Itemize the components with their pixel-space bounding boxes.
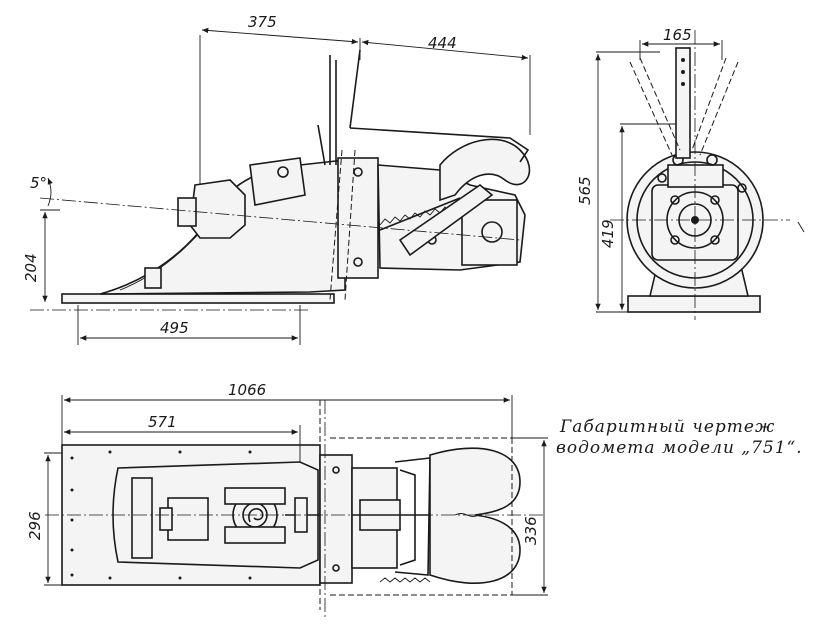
reverse-bucket xyxy=(439,138,531,202)
plan-view: 1066 571 296 336 xyxy=(26,381,548,620)
dim-204: 204 xyxy=(22,253,40,282)
dim-571: 571 xyxy=(148,413,177,431)
base-plate xyxy=(61,293,335,304)
dim-419: 419 xyxy=(599,219,617,248)
dim-444: 444 xyxy=(428,34,457,52)
front-lever xyxy=(675,47,691,159)
shaft-flange xyxy=(177,197,197,227)
front-view: 165 565 419 xyxy=(576,26,805,320)
inlet-box xyxy=(144,267,162,289)
dim-495: 495 xyxy=(160,319,189,337)
caption-line-1: Габаритный чертеж xyxy=(559,417,775,437)
dim-296: 296 xyxy=(26,511,44,540)
side-view: 375 444 5° 204 495 xyxy=(22,13,531,345)
dim-1066: 1066 xyxy=(228,381,266,399)
dim-5deg: 5° xyxy=(30,174,47,192)
nozzle-box xyxy=(461,199,518,266)
plan-nozzle-lobes xyxy=(429,447,521,584)
dim-336: 336 xyxy=(522,516,540,545)
plan-grate xyxy=(131,477,153,559)
front-base xyxy=(627,295,761,313)
dim-165: 165 xyxy=(663,26,692,44)
dim-375: 375 xyxy=(248,13,277,31)
bucket-arm xyxy=(398,183,494,257)
dim-565: 565 xyxy=(576,176,594,205)
caption-line-2: водомета модели „751“. xyxy=(556,438,803,458)
bearing-housing xyxy=(189,179,246,239)
